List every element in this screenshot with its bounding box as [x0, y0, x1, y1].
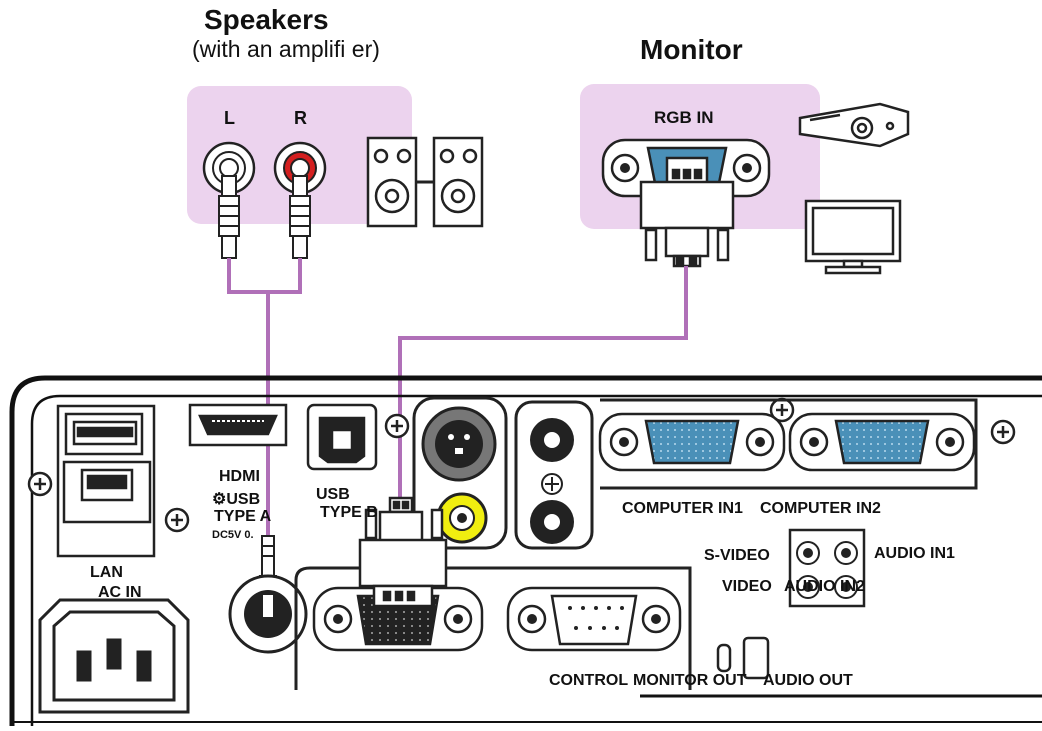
computer-in2-port [788, 412, 976, 472]
monitor-out-label: MONITOR OUT [633, 672, 747, 689]
usb-type-a-label-line1: ⚙USB [212, 491, 261, 508]
projector-icon [798, 102, 910, 148]
monitor-panel [580, 84, 910, 275]
audio-in2-label: AUDIO IN2 [784, 578, 865, 595]
computer-in1-label: COMPUTER IN1 [622, 500, 743, 517]
video-label: VIDEO [722, 578, 772, 595]
projector-rear-panel [9, 375, 1042, 726]
rgb-cable-plug-top [639, 156, 735, 268]
usb-type-a-label-line2: TYPE A [214, 508, 272, 525]
rgb-cable-plug-bottom [358, 496, 448, 608]
computer-in1-port [598, 412, 786, 472]
usb-type-a-rating: DC5V 0. [212, 529, 254, 541]
control-port [506, 586, 682, 652]
lan-label: LAN [90, 564, 123, 581]
computer-in-block [600, 398, 978, 490]
video-yellow-jack [436, 492, 488, 544]
usb-type-b-label-line2: TYPE B [320, 504, 378, 521]
control-label: CONTROL [549, 672, 629, 689]
monitor-title: Monitor [640, 34, 743, 65]
left-channel-label: L [224, 108, 235, 128]
speakers-title: Speakers [204, 4, 329, 35]
audio-out-label: AUDIO OUT [763, 672, 853, 689]
usb-type-b-label-line1: USB [316, 486, 350, 503]
speakers-subtitle: (with an amplifi er) [192, 36, 380, 62]
ac-in-label: AC IN [98, 584, 142, 601]
right-channel-label: R [294, 108, 307, 128]
audio-in-jacks [514, 400, 594, 550]
s-video-label: S-VIDEO [704, 547, 770, 564]
audio-out-jack-round [228, 574, 308, 654]
rgb-in-label: RGB IN [654, 108, 714, 127]
computer-in2-label: COMPUTER IN2 [760, 500, 881, 517]
speaker-left-icon [366, 136, 418, 228]
lower-port-block [294, 566, 692, 690]
security-slot-icon [716, 636, 770, 680]
rca-plug-left [218, 175, 240, 259]
rca-plug-right [289, 175, 311, 259]
ac-in-socket [38, 598, 190, 714]
audio-in1-label: AUDIO IN1 [874, 545, 955, 562]
speakers-panel [187, 86, 484, 259]
lan-port [56, 404, 156, 558]
hdmi-port [188, 403, 288, 447]
s-video-audio-in-block [788, 528, 866, 608]
usb-type-b-port [306, 403, 378, 471]
hdmi-label: HDMI [219, 468, 260, 485]
speaker-right-icon [432, 136, 484, 228]
monitor-icon [804, 199, 902, 275]
